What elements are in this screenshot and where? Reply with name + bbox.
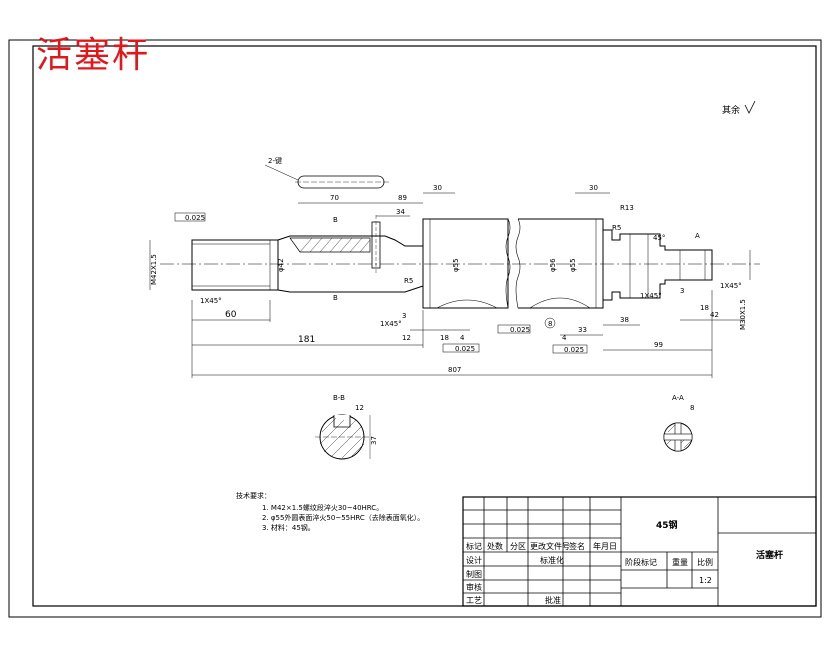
note-1: 1. M42×1.5螺纹段淬火30~40HRC。 (262, 503, 383, 512)
tb-h-mark: 标记 (466, 541, 482, 551)
tol-runout-left: 0.025 (455, 345, 475, 353)
dim-8: 8 (548, 320, 552, 328)
tol-runout-right: 0.025 (564, 346, 584, 354)
red-title: 活塞杆 (36, 35, 151, 76)
dim-b-top: B (333, 216, 338, 224)
title-block (462, 496, 817, 607)
key-detail (264, 164, 390, 189)
dim-phi42: φ42 (277, 258, 285, 272)
section-aa-dim: 8 (690, 404, 694, 412)
dim-181: 181 (298, 335, 315, 345)
notes-heading: 技术要求： (236, 491, 271, 500)
dim-m30: M30X1.5 (739, 299, 747, 330)
dim-chamfer-4: 1X45° (720, 282, 742, 290)
dim-33: 33 (578, 326, 587, 334)
dim-42: 42 (710, 311, 719, 319)
dim-807: 807 (448, 366, 461, 374)
tb-h-count: 处数 (487, 541, 503, 551)
balloon-icon (544, 317, 556, 329)
dim-phi55-left: φ55 (452, 258, 460, 272)
dim-18-right: 18 (700, 304, 709, 312)
tol-flat: 0.025 (185, 214, 205, 222)
surface-finish-note: 其余 (722, 104, 740, 116)
tb-h-stage: 阶段标记 (625, 557, 657, 567)
dim-60: 60 (225, 310, 237, 320)
tb-h-draw: 制图 (466, 569, 482, 579)
dim-12: 12 (402, 334, 411, 342)
tb-h-sign: 签名 (569, 541, 585, 551)
dim-2-keys: 2-键 (268, 156, 282, 165)
dim-r5: R5 (404, 277, 413, 285)
tb-h-proc: 工艺 (466, 596, 482, 605)
section-a-a (663, 422, 693, 452)
dim-45-deg: 45° (653, 234, 665, 242)
dim-38: 38 (620, 316, 629, 324)
dim-r5-right: R5 (612, 224, 621, 232)
tb-h-doc: 更改文件号 (530, 541, 570, 551)
dim-chamfer-3: 1X45° (640, 292, 662, 300)
dim-chamfer-2: 1X45° (380, 320, 402, 328)
dim-70: 70 (330, 194, 339, 202)
tb-h-design: 设计 (466, 555, 482, 565)
tb-h-scale: 比例 (697, 557, 713, 567)
tb-h-check: 审核 (466, 582, 482, 592)
tb-scale: 1:2 (699, 576, 712, 585)
note-3: 3. 材料：45钢。 (262, 523, 315, 532)
dim-m42: M42X1.5 (150, 254, 158, 285)
tb-h-std: 标准化 (540, 555, 564, 565)
tolerance-frames (174, 212, 588, 354)
dim-phi56: φ56 (549, 258, 557, 272)
dim-b-bottom: B (333, 294, 338, 302)
note-2: 2. φ55外圆表面淬火50~55HRC（去除表面氧化）。 (262, 513, 424, 522)
section-aa-label: A-A (672, 394, 684, 402)
dim-chamfer-1: 1X45° (200, 297, 222, 305)
tb-h-date: 年月日 (593, 541, 617, 551)
roughness-symbol-icon (744, 100, 756, 114)
section-bb-dim2: 37 (370, 436, 378, 445)
dim-99: 99 (654, 341, 663, 349)
section-b-b (315, 414, 371, 460)
tb-h-weight: 重量 (672, 557, 688, 567)
dim-3-left: 3 (402, 312, 406, 320)
tb-material: 45钢 (656, 519, 678, 531)
dim-a-left: A (695, 232, 700, 240)
section-bb-dim: 12 (355, 404, 364, 412)
tb-h-approve: 批准 (545, 595, 561, 605)
tb-part-name: 活塞杆 (756, 549, 783, 561)
dim-18-left: 18 (440, 334, 449, 342)
dim-4-left: 4 (460, 334, 465, 342)
shaft-outline (191, 215, 713, 309)
dim-89: 89 (398, 194, 407, 202)
tb-h-zone: 分区 (510, 542, 526, 551)
tol-runout-mid: 0.025 (510, 326, 530, 334)
section-bb-label: B-B (333, 394, 345, 402)
dim-30-right: 30 (589, 184, 598, 192)
dim-30-left: 30 (433, 184, 442, 192)
dim-r13: R13 (620, 204, 634, 212)
dim-4-right: 4 (562, 334, 567, 342)
outer-frame (8, 39, 822, 618)
dim-phi55-right: φ55 (569, 258, 577, 272)
inner-frame (32, 45, 817, 607)
dim-34: 34 (396, 208, 405, 216)
dimension-lines (149, 192, 751, 378)
dim-3-right: 3 (680, 287, 684, 295)
